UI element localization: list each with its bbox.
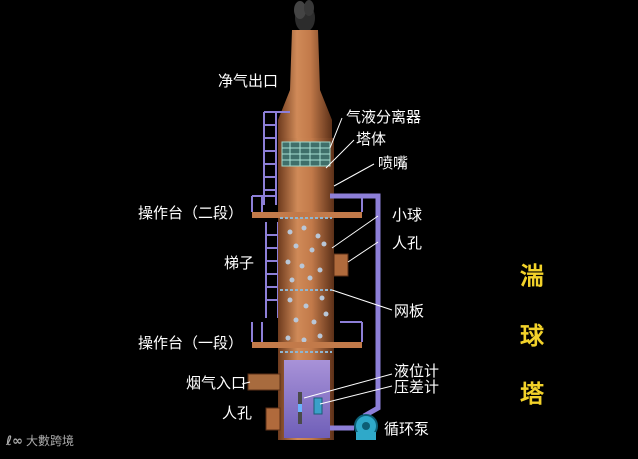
flue-gas-inlet-duct [248, 374, 280, 390]
label-platform-lower: 操作台（一段） [138, 334, 243, 352]
title-char-1: 湍 [520, 256, 544, 291]
watermark-logo: ℓ∞ [6, 434, 23, 449]
label-circulation-pump: 循环泵 [384, 420, 429, 438]
label-pressure-diff-gauge: 压差计 [394, 378, 439, 396]
level-gauge [298, 392, 302, 424]
liquid-sump [284, 360, 330, 438]
tower-outlet-neck [278, 30, 332, 140]
smoke-plume [294, 0, 315, 32]
watermark-text: 大數跨境 [26, 434, 74, 448]
label-manhole-upper: 人孔 [392, 234, 422, 252]
circulation-pump [355, 415, 377, 440]
label-flue-gas-inlet: 烟气入口 [186, 374, 246, 392]
label-manhole-lower: 人孔 [222, 404, 252, 422]
label-tower-body: 塔体 [356, 130, 386, 148]
title-char-2: 球 [520, 316, 544, 351]
ladder-lower [266, 222, 278, 318]
manhole-upper [334, 254, 348, 276]
manhole-lower [266, 408, 280, 430]
label-ladder: 梯子 [224, 254, 254, 272]
label-gas-liquid-separator: 气液分离器 [346, 108, 421, 126]
label-small-ball: 小球 [392, 206, 422, 224]
title-char-3: 塔 [520, 374, 544, 409]
watermark: ℓ∞大數跨境 [6, 432, 74, 449]
circulation-pipe [330, 196, 378, 416]
pressure-diff-gauge [314, 398, 322, 414]
separator-mesh [282, 142, 330, 166]
label-platform-upper: 操作台（二段） [138, 204, 243, 222]
label-nozzle: 喷嘴 [378, 154, 408, 172]
label-mesh-plate: 网板 [394, 302, 424, 320]
label-clean-gas-outlet: 净气出口 [218, 72, 278, 90]
